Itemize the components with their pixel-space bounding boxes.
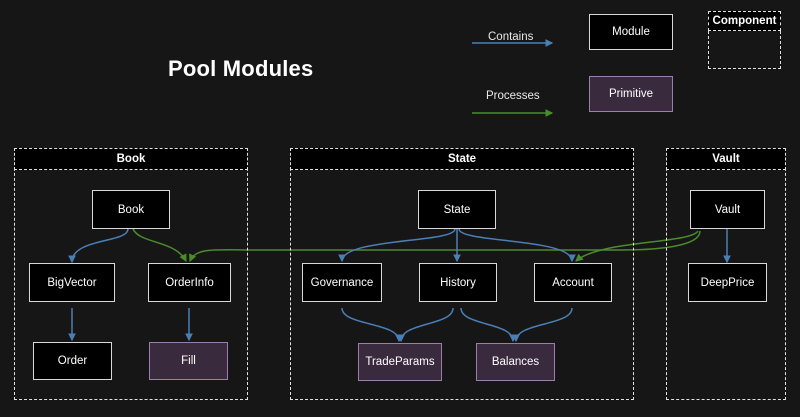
group-book-label: Book [116, 153, 146, 165]
legend-primitive-box: Primitive [589, 76, 673, 112]
legend-module-box: Module [589, 14, 673, 50]
node-tradeparams-label: TradeParams [365, 356, 435, 368]
legend-component-header: Component [708, 11, 781, 31]
legend-primitive-label: Primitive [608, 88, 654, 100]
node-history-label: History [440, 276, 476, 289]
group-vault-header: Vault [666, 148, 786, 170]
node-deepprice-label: DeepPrice [700, 276, 755, 289]
legend-processes-label: Processes [486, 90, 540, 102]
node-book-label: Book [117, 203, 145, 216]
node-order[interactable]: Order [33, 342, 112, 380]
group-book-header: Book [14, 148, 248, 170]
node-deepprice[interactable]: DeepPrice [688, 263, 767, 302]
node-account-label: Account [552, 276, 594, 289]
node-history[interactable]: History [419, 263, 497, 302]
node-fill[interactable]: Fill [149, 342, 228, 380]
legend-component-label: Component [712, 15, 777, 27]
node-bigvector-label: BigVector [47, 276, 97, 289]
legend-contains-label: Contains [488, 31, 534, 43]
node-governance-label: Governance [310, 276, 374, 289]
legend-module-label: Module [612, 26, 650, 38]
node-tradeparams[interactable]: TradeParams [358, 343, 442, 381]
node-state[interactable]: State [418, 190, 496, 229]
node-orderinfo[interactable]: OrderInfo [148, 263, 231, 302]
node-bigvector[interactable]: BigVector [29, 263, 115, 302]
node-balances[interactable]: Balances [476, 343, 555, 381]
node-vault-label: Vault [714, 203, 741, 216]
node-account[interactable]: Account [534, 263, 612, 302]
page-title: Pool Modules [168, 56, 314, 81]
node-order-label: Order [57, 355, 88, 367]
node-book[interactable]: Book [92, 190, 170, 229]
node-orderinfo-label: OrderInfo [165, 276, 214, 289]
group-state-label: State [447, 153, 477, 165]
node-state-label: State [443, 203, 471, 216]
group-vault-label: Vault [712, 153, 740, 165]
node-governance[interactable]: Governance [302, 263, 382, 302]
node-balances-label: Balances [491, 356, 540, 368]
node-fill-label: Fill [181, 355, 196, 367]
group-state-header: State [290, 148, 634, 170]
node-vault[interactable]: Vault [690, 190, 765, 229]
